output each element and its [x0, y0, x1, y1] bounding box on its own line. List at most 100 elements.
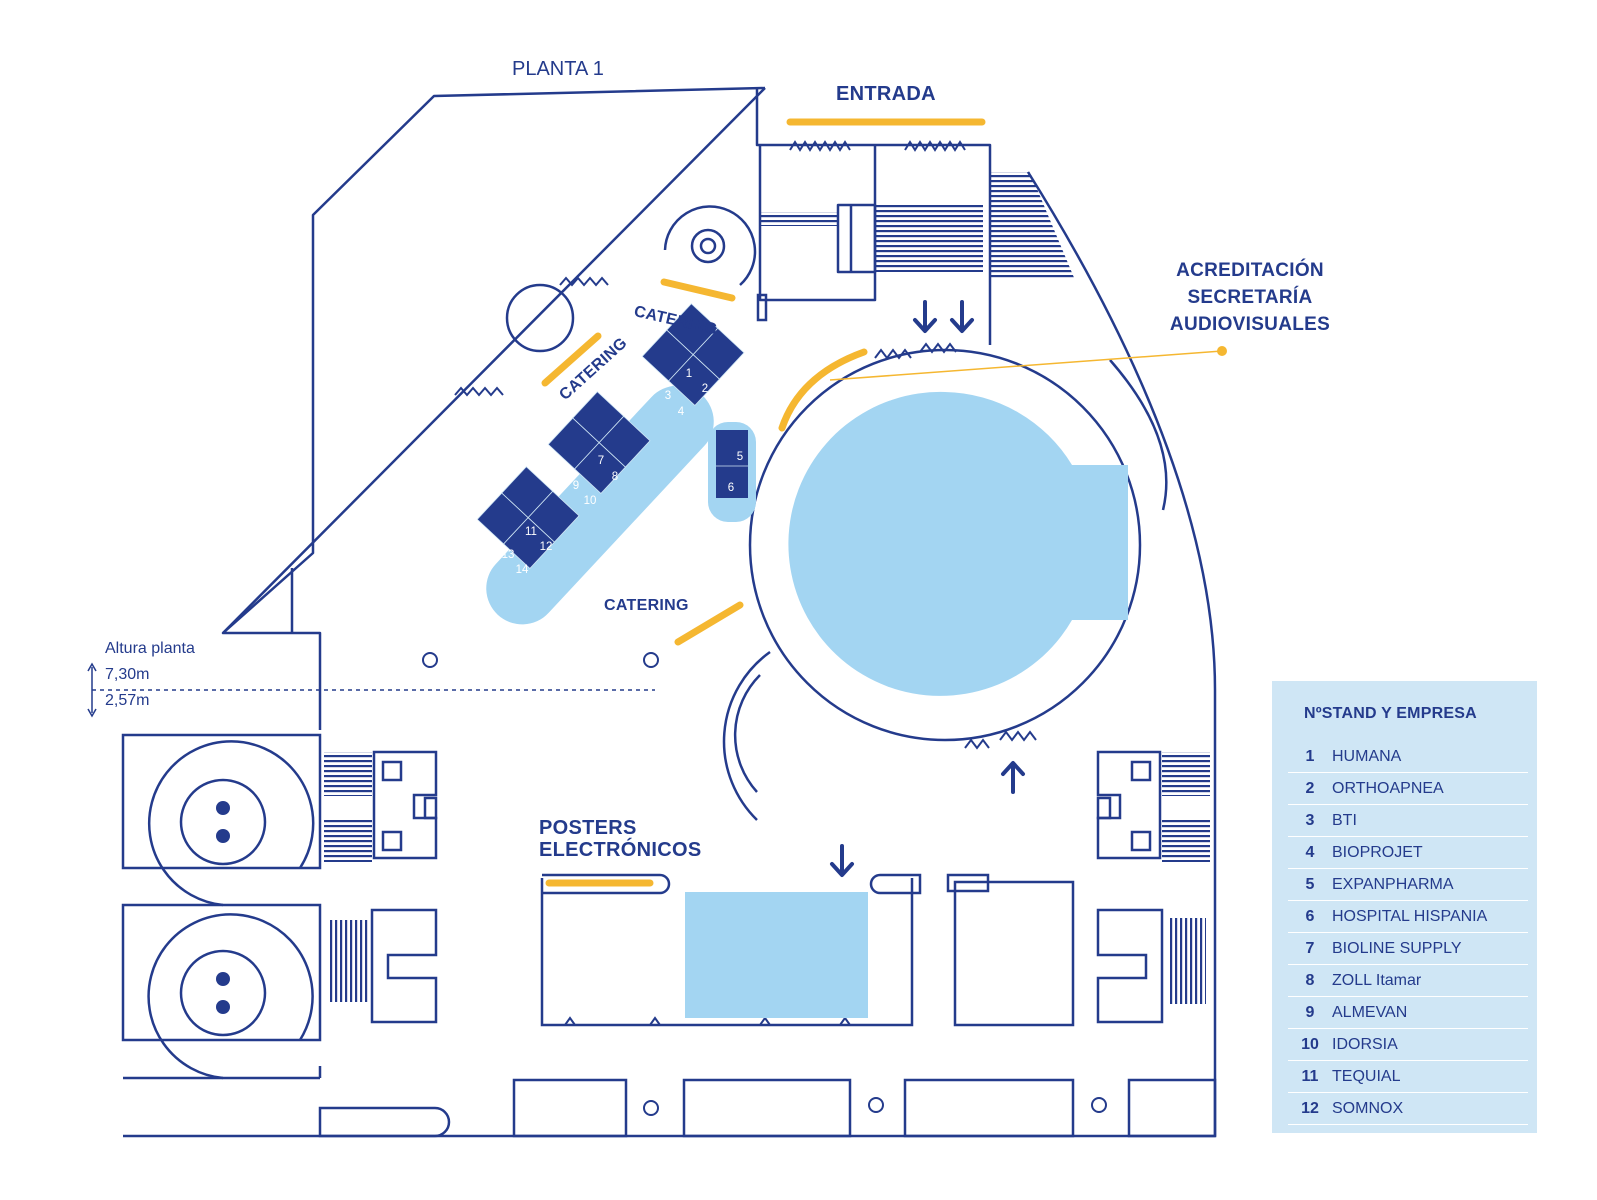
stand-group-7-10: [547, 391, 651, 495]
legend-row-company: BIOLINE SUPPLY: [1332, 939, 1462, 957]
stair-curve-1: [147, 740, 315, 907]
right-restroom-door: [1096, 796, 1112, 820]
stand-island-main: [486, 385, 714, 625]
bottom-room-4: [1127, 1078, 1217, 1138]
legend-row-company: SOMNOX: [1332, 1099, 1404, 1117]
floor-label: PLANTA 1: [512, 58, 604, 80]
toilet-icon: [1130, 830, 1152, 852]
elevator-dot: [216, 1000, 230, 1014]
right-stairs-3: [1168, 918, 1206, 1004]
revolving-core: [690, 228, 726, 264]
legend-row-company: HOSPITAL HISPANIA: [1332, 907, 1488, 925]
bottom-room-2: [682, 1078, 852, 1138]
legend-row-company: EXPANPHARMA: [1332, 875, 1454, 893]
auditorium-outer-arc: [1109, 359, 1168, 511]
stand-number: 13: [502, 549, 515, 561]
entrance-label: ENTRADA: [836, 83, 936, 105]
legend-row-number: 7: [1305, 939, 1315, 957]
legend-row-company: TEQUIAL: [1332, 1067, 1401, 1085]
legend-row: 7 BIOLINE SUPPLY: [1288, 933, 1528, 965]
stair-block-1: [121, 733, 322, 870]
legend-row-number: 10: [1301, 1035, 1319, 1053]
legend-row: 12 SOMNOX: [1288, 1093, 1528, 1125]
stair-block-2: [121, 903, 322, 1042]
column-4: [643, 1100, 659, 1116]
revolving-door: [663, 205, 757, 286]
post-marker: [756, 293, 768, 322]
stand-number: 14: [516, 564, 529, 576]
side-room-door: [946, 873, 990, 893]
bottom-room-3: [903, 1078, 1075, 1138]
left-restroom: [372, 750, 438, 860]
legend-row-number: 6: [1305, 907, 1315, 925]
stand-group-5-6: [716, 430, 748, 498]
accreditation-bar: [778, 348, 868, 432]
accreditation-label: ACREDITACIÓN: [1176, 260, 1324, 281]
left-bench: [318, 1106, 451, 1138]
stand-number: 2: [702, 383, 708, 395]
stand-number: 7: [598, 455, 604, 467]
entrance-tower: [836, 203, 877, 274]
lobby-curve-inner: [733, 674, 761, 793]
left-stairs-1: [324, 752, 372, 796]
posters-line-1: POSTERS: [539, 817, 637, 839]
elevator-dot: [216, 972, 230, 986]
posters-counter-right: [869, 873, 922, 895]
column-6: [1091, 1097, 1107, 1113]
stairs-entrance-right: [875, 205, 983, 272]
accreditation-pointer-dot: [1217, 346, 1227, 356]
catering-label-bottom: CATERING: [604, 597, 689, 614]
auditorium-wall: [748, 348, 1142, 742]
legend-row-company: ALMEVAN: [1332, 1003, 1408, 1021]
height-lower: 2,57m: [105, 692, 150, 709]
legend-row: 6 HOSPITAL HISPANIA: [1288, 901, 1528, 933]
door-marks: [454, 140, 1037, 1026]
arrow-down-icon: [830, 844, 854, 877]
elevator-dot: [216, 829, 230, 843]
height-arrow: [87, 662, 97, 718]
legend-row-number: 3: [1305, 811, 1315, 829]
accreditation-pointer-line: [829, 350, 1223, 381]
bottom-room-1: [512, 1078, 628, 1138]
posters-label: POSTERS ELECTRÓNICOS: [539, 817, 702, 861]
left-service-box: [370, 908, 438, 1024]
stair-core-2: [179, 949, 267, 1037]
legend-row-number: 8: [1305, 971, 1315, 989]
legend-row: 8 ZOLL Itamar: [1288, 965, 1528, 997]
catering-bar-left: [541, 332, 602, 387]
posters-line-2: ELECTRÓNICOS: [539, 839, 702, 861]
arrow-down-icon: [913, 300, 937, 333]
left-restroom-door: [423, 796, 438, 820]
stand-number: 3: [665, 390, 671, 402]
stand-number: 12: [540, 541, 553, 553]
left-stairs-2: [324, 818, 372, 862]
bottom-wall: [123, 171, 1217, 1138]
legend-row-company: BIOPROJET: [1332, 843, 1423, 861]
legend-row-number: 11: [1301, 1067, 1319, 1085]
legend-row-company: HUMANA: [1332, 747, 1402, 765]
catering-bar-top: [660, 278, 736, 302]
legend-row-number: 12: [1301, 1099, 1319, 1117]
outer-wall: [221, 86, 766, 730]
legend-row-company: BTI: [1332, 811, 1357, 829]
legend-row-number: 5: [1305, 875, 1315, 893]
posters-counter: [542, 873, 671, 895]
column-3: [643, 652, 659, 668]
left-stairs-3: [330, 920, 368, 1002]
toilet-icon: [381, 830, 403, 852]
stand-number: 9: [573, 480, 579, 492]
side-room: [953, 880, 1075, 1027]
catering-bar-bottom: [674, 601, 744, 646]
legend-row-company: ZOLL Itamar: [1332, 971, 1422, 989]
legend-row-number: 2: [1305, 779, 1315, 797]
arrow-down-icon: [950, 300, 974, 333]
stand-number: 8: [612, 471, 618, 483]
right-service-box: [1096, 908, 1164, 1024]
